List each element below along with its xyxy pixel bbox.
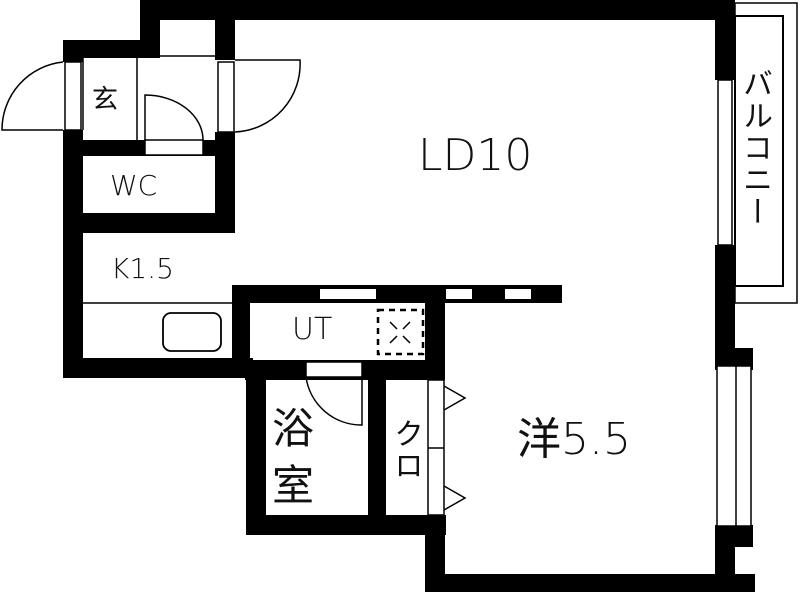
- room-label-western-room: 洋5.5: [517, 414, 631, 465]
- room-label-bathroom-line2: 室: [272, 461, 315, 510]
- room-label-living-dining: LD10: [418, 130, 533, 181]
- room-label-kitchen: K1.5: [111, 252, 174, 285]
- room-label-bathroom-line1: 浴: [272, 404, 315, 453]
- room-label-closet: クロ: [388, 418, 423, 482]
- room-label-utility: UT: [292, 312, 333, 347]
- room-label-balcony: バルコニー: [737, 68, 772, 228]
- room-label-toilet: WC: [110, 169, 158, 202]
- room-label-entrance: 玄: [92, 85, 119, 115]
